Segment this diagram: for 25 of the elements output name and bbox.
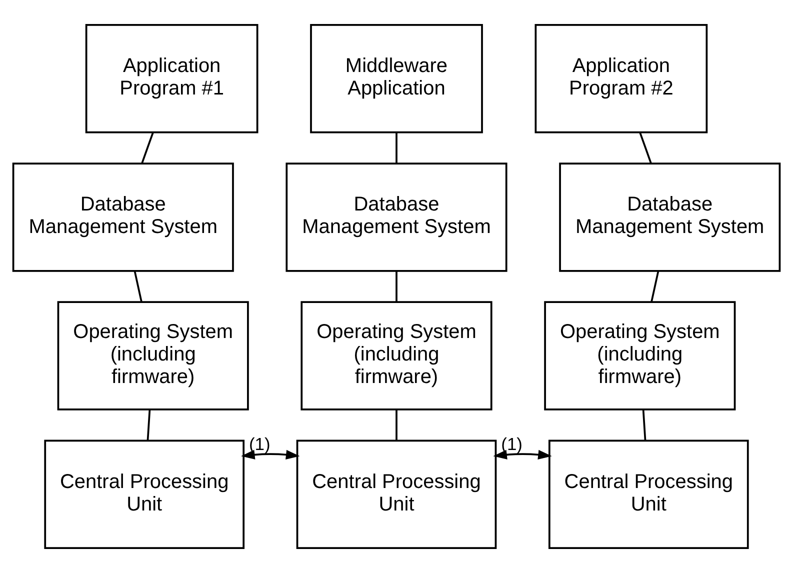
connector <box>146 410 151 441</box>
node-box: Operating System (including firmware) <box>544 301 736 410</box>
connector <box>650 270 660 302</box>
connector <box>396 410 398 441</box>
connector <box>639 132 652 164</box>
node-box: Middleware Application <box>310 24 483 134</box>
connector <box>134 270 142 302</box>
edge-label: (1) <box>501 434 523 454</box>
connector <box>396 132 398 164</box>
node-box: Operating System (including firmware) <box>57 301 249 410</box>
connector <box>396 271 398 302</box>
node-box: Database Management System <box>12 162 234 272</box>
connector <box>642 410 646 441</box>
node-box: Central Processing Unit <box>296 440 497 549</box>
connector <box>141 132 154 164</box>
node-box: Central Processing Unit <box>548 440 749 549</box>
node-box: Application Program #2 <box>534 24 708 134</box>
arrow <box>241 450 300 460</box>
node-box: Database Management System <box>559 162 781 272</box>
arrow <box>493 450 552 460</box>
node-box: Operating System (including firmware) <box>300 301 492 410</box>
node-box: Application Program #1 <box>85 24 258 134</box>
edge-label: (1) <box>249 434 270 454</box>
node-box: Database Management System <box>286 162 508 272</box>
node-box: Central Processing Unit <box>44 440 245 549</box>
